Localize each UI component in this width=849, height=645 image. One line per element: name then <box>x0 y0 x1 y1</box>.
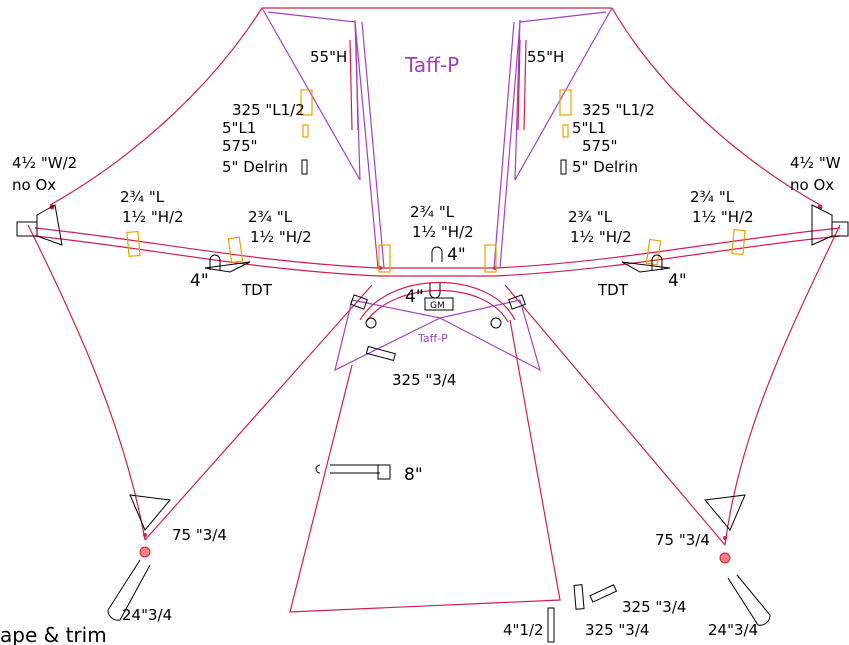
right-575-label: 575" <box>582 137 618 155</box>
pink-rings <box>139 546 731 564</box>
purple-frame <box>261 7 613 372</box>
bot-4-label: 4"1/2 <box>503 621 544 639</box>
left-575-label: 575" <box>222 137 258 155</box>
mid-325-label: 325 "3/4 <box>392 371 456 389</box>
lm1-l-label: 2¾ "L <box>120 188 165 206</box>
c-l-label: 2¾ "L <box>410 203 455 221</box>
center-4b-label: 4" <box>405 287 424 307</box>
right-delrin-label: 5" Delrin <box>572 158 638 176</box>
rm2-l-label: 2¾ "L <box>690 188 735 206</box>
far-right-w-label: 4½ "W <box>790 154 841 172</box>
bot-325b-label: 325 "3/4 <box>585 621 649 639</box>
right-l1-label: 5"L1 <box>572 119 606 137</box>
tape-trim-label: ape & trim <box>0 623 107 645</box>
right-75-label: 75 "3/4 <box>655 531 710 549</box>
far-left-w-label: 4½ "W/2 <box>12 154 77 172</box>
handle-8-label: 8" <box>404 465 423 485</box>
c-h-label: 1½ "H/2 <box>412 223 474 241</box>
left-l-label: 325 "L1/2 <box>232 101 305 119</box>
left-delrin-label: 5" Delrin <box>222 158 288 176</box>
top-right-h-label: 55"H <box>527 48 564 66</box>
left-4-label: 4" <box>190 271 209 291</box>
lm2-l-label: 2¾ "L <box>248 208 293 226</box>
far-left-ox-label: no Ox <box>12 176 56 194</box>
tdt-right-label: TDT <box>597 281 629 299</box>
left-75-label: 75 "3/4 <box>172 526 227 544</box>
hardware-markers <box>126 89 746 273</box>
far-right-ox-label: no Ox <box>790 176 834 194</box>
center-taff-label: Taff-P <box>417 332 448 345</box>
center-4a-label: 4" <box>447 245 466 265</box>
lm2-h-label: 1½ "H/2 <box>250 228 312 246</box>
left-24-label: 24"3/4 <box>122 606 172 624</box>
tdt-left-label: TDT <box>241 281 273 299</box>
black-hardware <box>16 159 849 643</box>
left-l1-label: 5"L1 <box>222 119 256 137</box>
gm-box-label: GM <box>430 301 445 311</box>
rm1-l-label: 2¾ "L <box>568 208 613 226</box>
lm1-h-label: 1½ "H/2 <box>122 208 184 226</box>
rm1-h-label: 1½ "H/2 <box>570 228 632 246</box>
right-24-label: 24"3/4 <box>708 621 758 639</box>
title-label: Taff-P <box>404 53 459 77</box>
rm2-h-label: 1½ "H/2 <box>692 208 754 226</box>
right-4-label: 4" <box>668 271 687 291</box>
top-left-h-label: 55"H <box>310 48 347 66</box>
bot-325a-label: 325 "3/4 <box>622 598 686 616</box>
right-l-label: 325 "L1/2 <box>582 101 655 119</box>
